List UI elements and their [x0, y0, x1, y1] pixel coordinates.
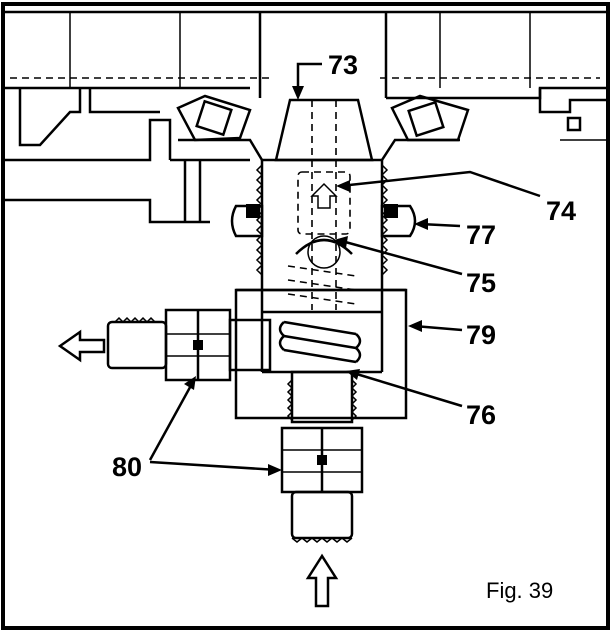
inlet-arrow: [305, 553, 339, 608]
upper-housing: [3, 10, 608, 141]
callout-79: 79: [466, 320, 496, 350]
housing-79: [234, 288, 408, 420]
lock-ring-77: [230, 204, 417, 238]
outlet-arrow: [57, 329, 106, 363]
side-fitting: [106, 308, 272, 382]
callout-76: 76: [466, 400, 496, 430]
callout-75: 75: [466, 268, 496, 298]
left-frame: [1, 88, 250, 224]
check-ball-75: [295, 235, 353, 269]
callout-77: 77: [466, 220, 496, 250]
spring-76: [278, 265, 362, 364]
callout-80: 80: [112, 452, 142, 482]
leader-arrowheads: [184, 86, 428, 476]
callout-74: 74: [546, 196, 576, 226]
left-bearing: [176, 94, 264, 161]
figure-caption: Fig. 39: [486, 578, 553, 603]
right-bearing: [380, 94, 470, 161]
inlet-fitting: [280, 370, 364, 543]
callout-73: 73: [328, 50, 358, 80]
valve-stem: [255, 98, 389, 310]
